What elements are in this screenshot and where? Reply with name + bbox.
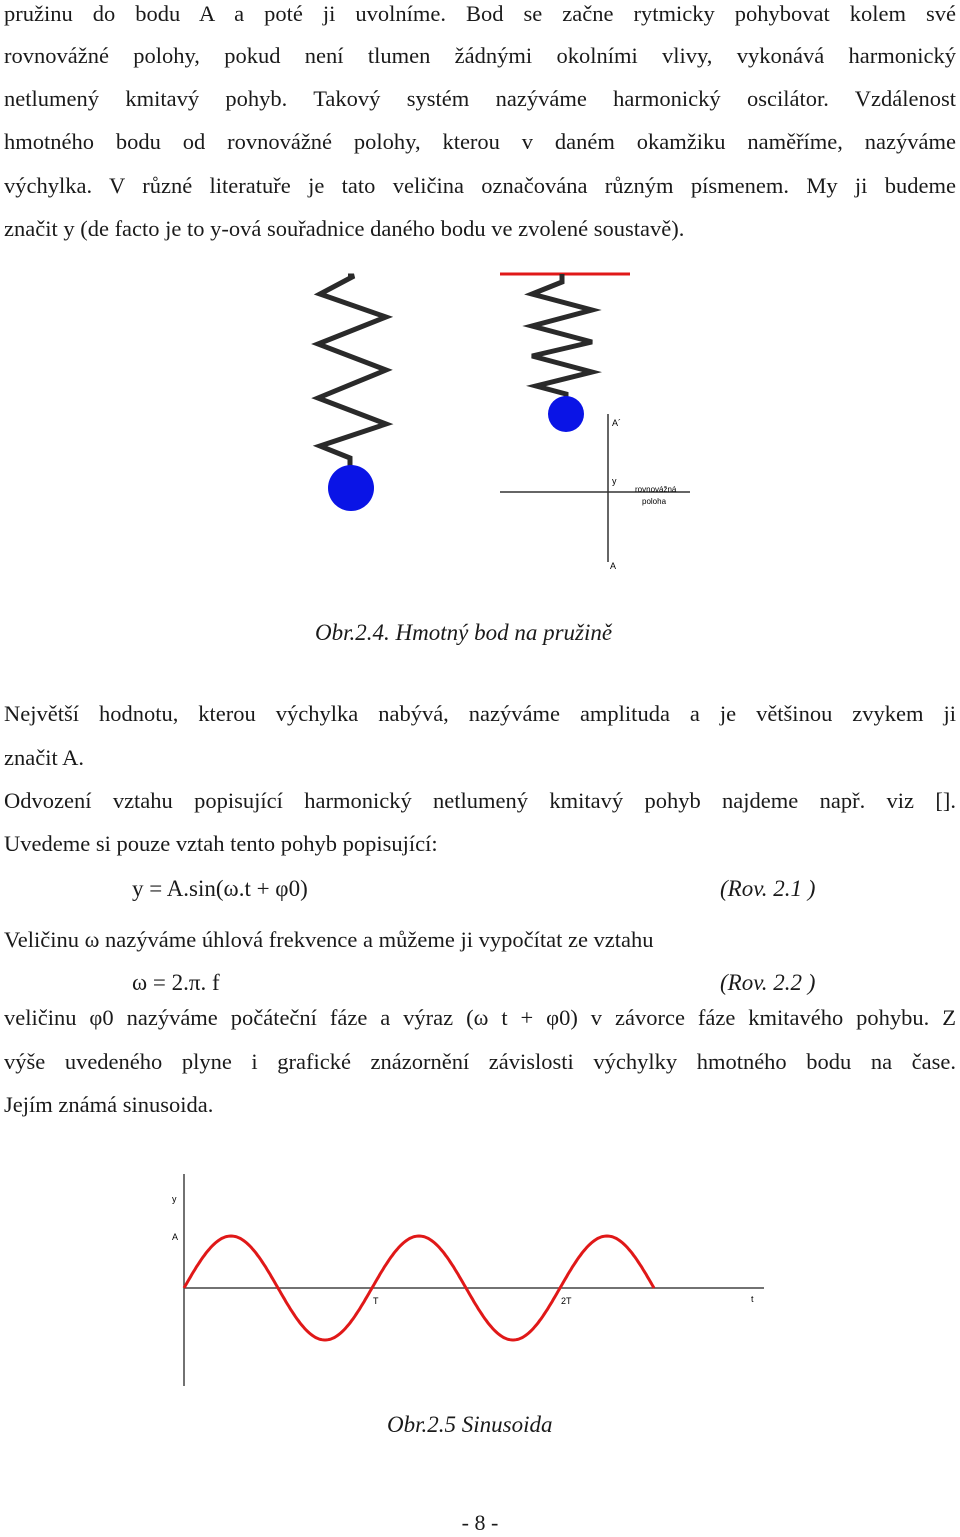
paragraph-line: značit A. (4, 745, 84, 770)
axis-t-label: t (751, 1294, 754, 1304)
label-equilibrium-2: poloha (642, 497, 667, 506)
sine-curve (182, 1234, 656, 1342)
paragraph-line: rovnovážné polohy, pokud není tlumen žád… (4, 43, 956, 68)
paragraph-line: Odvození vztahu popisující harmonický ne… (4, 788, 956, 813)
label-a: A (610, 561, 616, 571)
paragraph-line: hmotného bodu od rovnovážné polohy, kter… (4, 129, 956, 154)
spring-figure: A´ y rovnovážná poloha A (311, 272, 690, 571)
paragraph-line: Veličinu ω nazýváme úhlová frekvence a m… (4, 927, 654, 952)
left-mass (328, 465, 374, 511)
label-y: y (612, 476, 617, 486)
figure-caption: Obr.2.5 Sinusoida (387, 1412, 553, 1437)
left-spring (311, 273, 394, 466)
page-number: - 8 - (461, 1510, 499, 1535)
axis-a-label: A (172, 1232, 178, 1242)
paragraph-line: výchylka. V různé literatuře je tato vel… (4, 173, 956, 198)
equation-formula: y = A.sin(ω.t + φ0) (132, 876, 308, 901)
equation-ref: (Rov. 2.1 ) (720, 876, 816, 901)
right-mass (548, 396, 584, 432)
tick-2t-label: 2T (561, 1296, 572, 1306)
paragraph-line: veličinu φ0 nazýváme počáteční fáze a vý… (4, 1005, 956, 1030)
right-spring (522, 274, 602, 398)
paragraph-line: výše uvedeného plyne i grafické znázorně… (4, 1049, 956, 1074)
tick-t-label: T (373, 1296, 379, 1306)
axis-y-label: y (172, 1194, 177, 1204)
paragraph-line: Největší hodnotu, kterou výchylka nabývá… (4, 701, 956, 726)
label-equilibrium-1: rovnovážná (635, 485, 677, 494)
label-a-prime: A´ (612, 418, 621, 428)
paragraph-line: netlumený kmitavý pohyb. Takový systém n… (4, 86, 956, 111)
paragraph-line: Jejím známá sinusoida. (4, 1092, 214, 1117)
paragraph-line: pružinu do bodu A a poté ji uvolníme. Bo… (4, 1, 956, 26)
figure-caption: Obr.2.4. Hmotný bod na pružině (315, 620, 613, 645)
equation-ref: (Rov. 2.2 ) (720, 970, 816, 995)
equation-formula: ω = 2.π. f (132, 970, 220, 995)
sinusoid-chart: y A T 2T t (172, 1174, 764, 1386)
paragraph-line: Uvedeme si pouze vztah tento pohyb popis… (4, 831, 438, 856)
paragraph-line: značit y (de facto je to y-ová souřadnic… (4, 216, 685, 241)
